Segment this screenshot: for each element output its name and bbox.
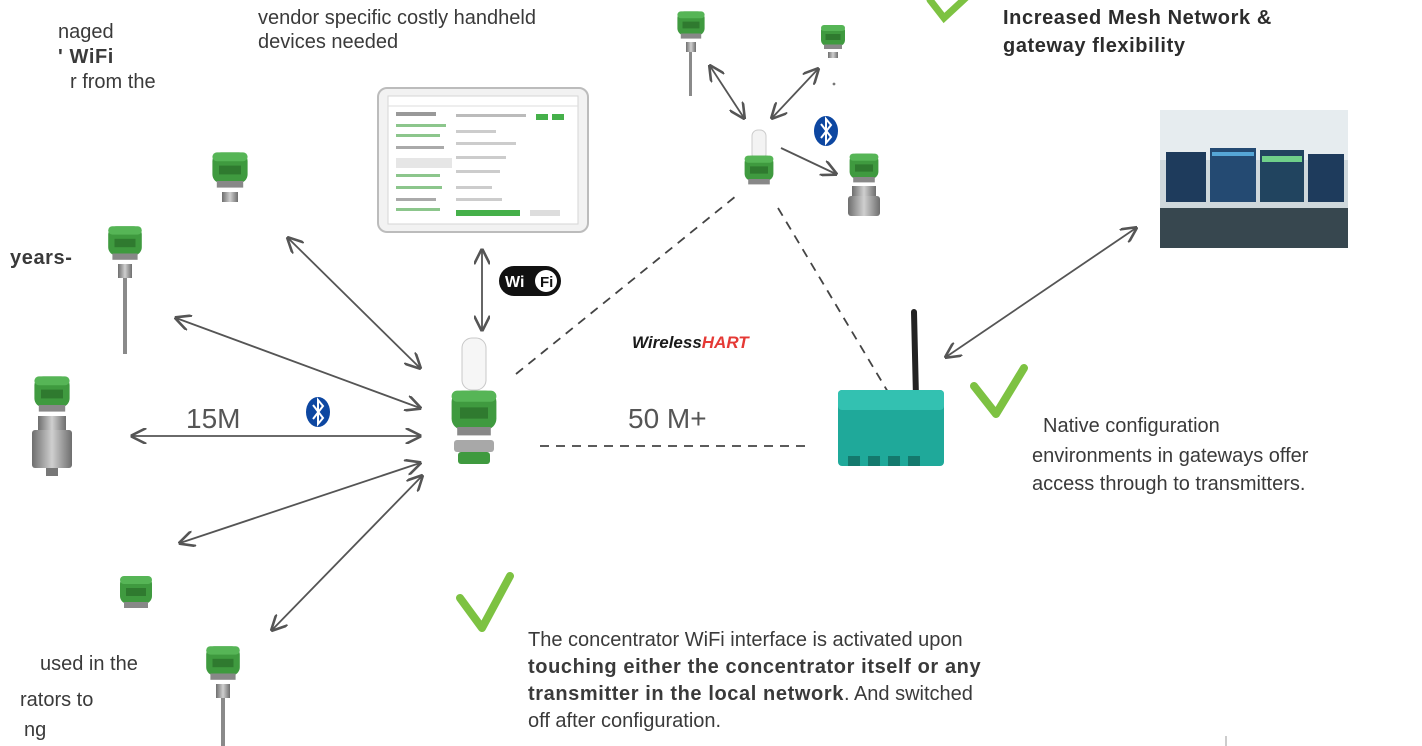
concentrator-device-icon <box>451 337 497 464</box>
vendor-text-line-2: devices needed <box>258 31 399 53</box>
transmitter-icon <box>32 376 72 476</box>
check-icon <box>970 364 1028 418</box>
wirelesshart-logo-hart: HART <box>702 333 751 352</box>
wifi-logo-text-wi: Wi <box>505 274 524 291</box>
native-config-text-line-2: environments in gateways offer <box>1032 445 1309 467</box>
concentrator-text-line-2: touching either the concentrator itself … <box>528 656 982 678</box>
control-room-photo <box>1160 110 1348 248</box>
wifi-logo-text-fi: Fi <box>540 274 553 291</box>
arrow-device4-concentrator <box>180 463 420 543</box>
bottom-left-text-line-2: rators to <box>20 689 94 711</box>
wirelesshart-range-label: 50 M+ <box>628 403 707 434</box>
top-left-text-line-1: naged <box>58 21 114 43</box>
dashed-link-mesh-gateway <box>777 207 889 393</box>
bottom-left-text-line-3: ng <box>24 719 47 741</box>
concentrator-text-line-3-rest: . And switched <box>843 683 973 705</box>
svg-text:WirelessHART: WirelessHART <box>632 333 750 352</box>
mesh-heading-line-2: gateway flexibility <box>1003 35 1186 57</box>
transmitter-icon <box>206 646 240 746</box>
transmitter-icon <box>212 152 248 202</box>
arrow-device2-concentrator <box>176 318 420 408</box>
bottom-left-text-line-1: used in the <box>40 653 138 675</box>
dot-marker <box>832 82 836 86</box>
tablet-icon <box>377 87 589 233</box>
arrow-mesh-top2 <box>772 69 818 118</box>
arrow-device1-concentrator <box>288 238 420 368</box>
bluetooth-icon <box>306 397 330 427</box>
repeater-device-icon <box>744 129 774 185</box>
wirelesshart-logo: WirelessHART <box>632 333 750 352</box>
mesh-heading-line-1: Increased Mesh Network & <box>1003 7 1272 29</box>
wirelesshart-links <box>515 195 889 447</box>
years-text: years- <box>10 247 73 269</box>
transmitter-icon <box>677 11 705 96</box>
concentrator-text-line-3-bold: transmitter in the local network <box>528 683 844 705</box>
bluetooth-range-label: 15M <box>186 403 241 434</box>
native-config-text-line-1: Native configuration <box>1043 415 1220 437</box>
top-left-text-line-3: r from the <box>70 71 156 93</box>
transmitter-icon <box>108 226 142 354</box>
arrow-mesh-top1 <box>710 66 744 118</box>
top-left-text-line-2: ' WiFi <box>58 46 114 68</box>
concentrator-text-line-3: transmitter in the local network. And sw… <box>528 682 973 706</box>
bluetooth-icon <box>814 116 838 146</box>
connection-arrows <box>132 66 1136 630</box>
wirelesshart-logo-wireless: Wireless <box>632 333 702 352</box>
concentrator-text-line-4: off after configuration. <box>528 710 722 732</box>
arrow-gateway-controlroom <box>946 228 1136 357</box>
transmitter-icon <box>821 25 845 58</box>
arrow-device5-concentrator <box>272 476 422 630</box>
concentrator-text-line-1: The concentrator WiFi interface is activ… <box>528 629 963 651</box>
gateway-icon <box>838 309 944 466</box>
transmitter-icon <box>120 576 152 608</box>
check-icon <box>456 572 514 632</box>
arrow-mesh-right <box>780 147 836 174</box>
native-config-text-line-3: access through to transmitters. <box>1032 473 1306 495</box>
wifi-logo-icon: Wi Fi <box>499 266 561 296</box>
vendor-text-line-1: vendor specific costly handheld <box>258 7 536 29</box>
transmitter-icon <box>848 153 880 216</box>
check-icon <box>926 0 969 24</box>
